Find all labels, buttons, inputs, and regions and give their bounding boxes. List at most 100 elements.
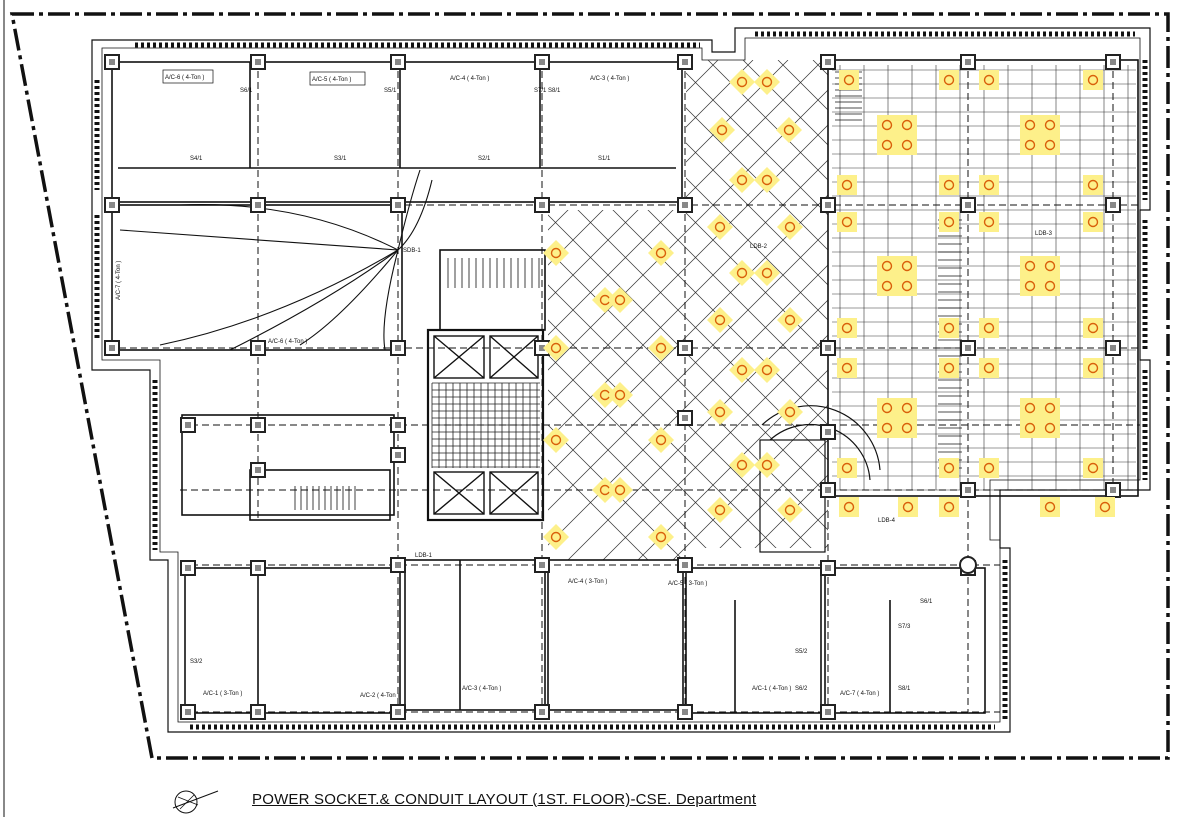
light-panel [729,357,755,383]
column-core [255,59,261,65]
light-fixture [736,459,748,471]
light-panel [709,117,735,143]
light-fixture [983,216,995,228]
light-panel [1095,497,1115,517]
column-core [395,202,401,208]
light-fixture [1044,501,1056,513]
column-core [255,422,261,428]
light-fixture [761,174,773,186]
column-core [395,709,401,715]
light-panel [877,115,897,135]
light-panel [877,398,897,418]
column-core [1110,202,1116,208]
light-panel [1083,175,1103,195]
light-fixture [714,221,726,233]
light-fixture [943,362,955,374]
structural-columns [104,54,1121,720]
lattice-line [602,60,828,560]
light-panel [648,335,674,361]
light-fixture [881,402,893,414]
room-labels: A/C-6 ( 4-Ton ) A/C-5 ( 4-Ton ) A/C-4 ( … [116,69,1053,699]
light-panel [877,418,897,438]
column-core [255,709,261,715]
light-panel [777,307,803,333]
ac-label: A/C-6 ( 4-Ton ) [165,75,204,81]
ac-label: A/C-5 ( 3-Ton ) [668,581,707,587]
lattice-line [707,60,828,560]
light-fixture [1087,462,1099,474]
column-core [185,709,191,715]
column-core [825,565,831,571]
light-panel [897,398,917,418]
light-panel [729,69,755,95]
light-fixture [1024,422,1036,434]
light-fixture [1087,74,1099,86]
column-core [825,202,831,208]
light-panel [939,497,959,517]
light-panel [1040,398,1060,418]
lattice-line [548,60,828,560]
light-fixture [943,216,955,228]
light-panel [877,276,897,296]
light-panel [648,240,674,266]
light-fixture [983,179,995,191]
column-core [825,709,831,715]
light-fixture [943,462,955,474]
light-fixture [655,247,667,259]
socket-label: S7/1 [534,88,547,94]
light-panel [939,175,959,195]
lattice-line [988,60,1193,560]
light-panel [754,357,780,383]
light-fixture [761,267,773,279]
window-bands [94,31,1148,730]
light-fixture [550,247,562,259]
column-core [1110,59,1116,65]
light-panel [607,287,633,313]
light-panel [754,69,780,95]
light-fixture [1087,322,1099,334]
light-fixture [841,362,853,374]
light-fixture [1024,260,1036,272]
socket-label: S5/2 [795,649,808,655]
light-fixture [614,294,626,306]
lattice-line [637,60,828,560]
light-fixture [1087,216,1099,228]
column-core [109,345,115,351]
light-panel [592,382,618,408]
ac-label: A/C-3 ( 4-Ton ) [462,686,501,692]
socket-label: S3/1 [334,156,347,162]
light-fixture [736,364,748,376]
lattice-line [672,60,828,560]
light-panel [839,70,859,90]
lattice-line [548,60,789,560]
socket-label: S2/1 [478,156,491,162]
light-fixture [655,531,667,543]
light-fixture [784,221,796,233]
light-panel [897,276,917,296]
light-panel [777,399,803,425]
light-fixture [902,501,914,513]
light-panel [837,212,857,232]
light-fixture [841,462,853,474]
lattice-line [742,60,828,560]
light-panel [1020,115,1040,135]
light-panel [1083,358,1103,378]
light-fixture [881,139,893,151]
light-fixture [901,119,913,131]
column-core [682,562,688,568]
lattice-line [672,60,828,560]
light-panel [729,167,755,193]
building-outline [91,27,1151,733]
socket-label: S4/1 [190,156,203,162]
light-panel [1083,458,1103,478]
light-fixture [881,422,893,434]
light-panel [979,212,999,232]
board-label: SDB-1 [403,248,421,254]
light-fixture [983,322,995,334]
light-fixture [761,459,773,471]
lattice-line [548,60,828,560]
light-panel [754,260,780,286]
light-fixture [761,76,773,88]
socket-label: S6/1 [920,599,933,605]
